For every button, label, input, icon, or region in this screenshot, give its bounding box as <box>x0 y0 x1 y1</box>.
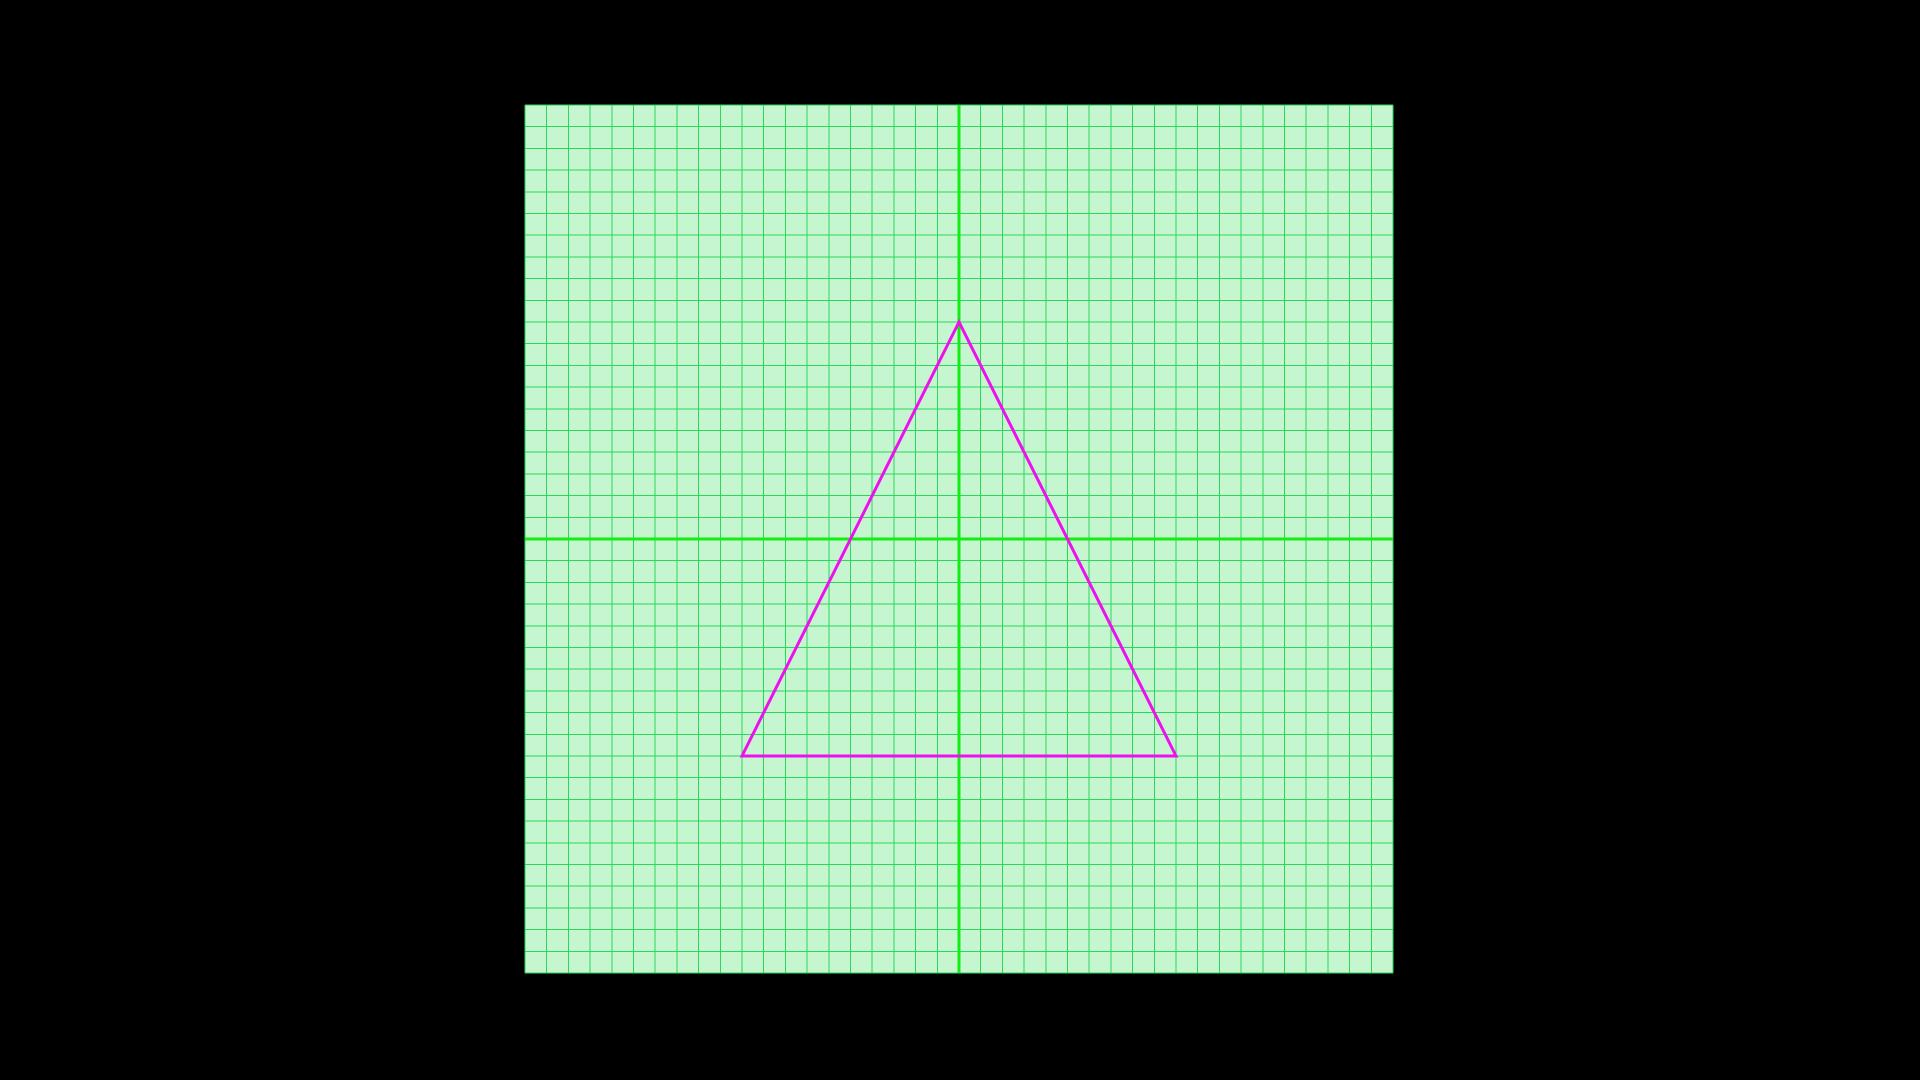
shapes <box>739 318 1179 758</box>
axes <box>525 105 1393 973</box>
triangle-shape <box>739 318 1179 758</box>
